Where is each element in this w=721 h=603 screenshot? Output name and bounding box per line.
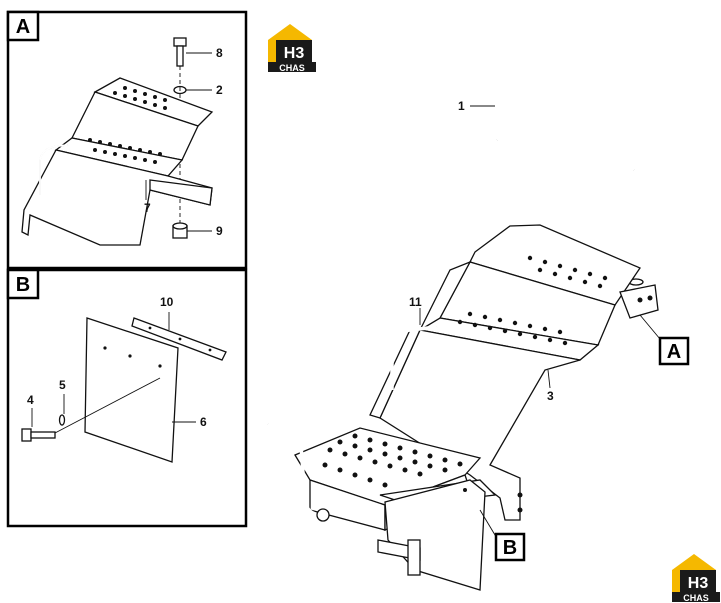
part-number-7: 7 [144, 201, 151, 215]
washer-icon [58, 414, 66, 426]
part-number-3: 3 [547, 389, 554, 403]
handrail-small [390, 325, 438, 390]
step-assembly [21, 77, 214, 246]
part-number-10: 10 [160, 295, 174, 309]
part-number-2: 2 [216, 83, 223, 97]
part-number-6: 6 [200, 415, 207, 429]
main-assembly: 1 11 3 A B [267, 12, 690, 591]
detail-a-panel: A [6, 10, 248, 270]
brand-logo: H3 CHAS [672, 554, 720, 603]
nut-icon [172, 222, 188, 239]
side-stringer [369, 329, 581, 521]
svg-text:CHAS: CHAS [279, 63, 305, 73]
part-number-8: 8 [216, 46, 223, 60]
bolt-icon [21, 428, 56, 442]
part-number-1: 1 [458, 99, 465, 113]
svg-text:CHAS: CHAS [683, 593, 709, 603]
brand-logo: H3 CHAS [268, 24, 316, 73]
detail-a-tag: A [16, 16, 30, 38]
handrail [487, 12, 644, 286]
svg-text:H3: H3 [284, 45, 305, 62]
mud-flap [84, 317, 179, 463]
part-number-5: 5 [59, 378, 66, 392]
detail-b-panel: B 10 4 5 6 [6, 268, 248, 528]
part-number-4: 4 [27, 393, 34, 407]
callout-a: A [667, 341, 681, 363]
perforation-holes [88, 86, 167, 164]
detail-b-tag: B [16, 274, 30, 296]
part-number-9: 9 [216, 224, 223, 238]
mud-flap [377, 479, 486, 591]
part-number-11: 11 [409, 295, 422, 309]
callout-b: B [503, 537, 517, 559]
svg-text:H3: H3 [688, 575, 709, 592]
